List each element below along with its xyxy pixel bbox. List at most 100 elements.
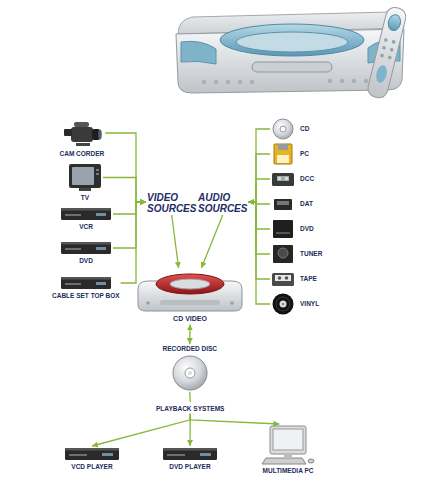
device-label: VINYL [300, 300, 319, 308]
icon-shape [156, 274, 224, 294]
icon-shape [69, 164, 101, 188]
monitor-icon [260, 425, 316, 465]
video-source: VCR [59, 206, 113, 232]
hub-label: VIDEO SOURCES [147, 192, 196, 214]
audio-source: PC [270, 142, 310, 166]
icon-shape [65, 248, 81, 250]
flow-connector [172, 215, 179, 268]
icon-shape [274, 144, 292, 164]
audio-source: VINYL [270, 292, 320, 316]
unit-slot [252, 62, 332, 72]
device-label: CD [300, 125, 309, 133]
icon-shape [65, 214, 81, 216]
device-label: CABLE SET TOP BOX [52, 292, 120, 300]
remote-accent [375, 64, 389, 84]
unit-button [328, 79, 332, 83]
icon-shape [272, 173, 294, 186]
icon-shape [96, 173, 99, 175]
icon-shape [96, 213, 106, 216]
icon-shape [74, 122, 89, 127]
disc-node: RECORDED DISC [162, 344, 219, 392]
remote-button [390, 48, 394, 52]
icon-shape [188, 371, 192, 375]
unit-button [214, 80, 218, 84]
icon-shape [278, 276, 282, 280]
device-label: DVD [300, 225, 314, 233]
device-label: PC [300, 150, 309, 158]
recorder-node: CD VIDEO [133, 268, 247, 324]
icon-shape [65, 448, 119, 451]
device-label: DAT [300, 200, 313, 208]
icon-shape [282, 303, 284, 305]
box-icon [60, 207, 112, 221]
icon-shape [273, 429, 303, 450]
dat-icon [271, 193, 295, 215]
icon-shape [262, 458, 306, 464]
device-label: DVD [79, 257, 93, 265]
icon-shape [61, 208, 111, 220]
icon-shape [64, 129, 72, 136]
source-hub: AUDIO SOURCES [197, 189, 248, 215]
remote-pad [387, 13, 403, 31]
icon-shape [200, 453, 211, 456]
flow-connector [248, 179, 270, 202]
icon-shape [278, 144, 288, 150]
device-label: MULTIMEDIA PC [263, 467, 314, 475]
icon-shape [275, 275, 291, 281]
video-source: DVD [59, 240, 113, 266]
icon-shape [71, 127, 93, 142]
icon-shape [61, 277, 111, 280]
icon-shape [272, 273, 294, 286]
cd-icon [271, 118, 295, 140]
icon-shape [173, 356, 207, 390]
unit-button [202, 80, 206, 84]
source-hub: VIDEO SOURCES [146, 189, 197, 215]
audio-source: DCC [270, 167, 315, 191]
unit-accent [181, 41, 216, 64]
audio-source: CD [270, 117, 310, 141]
icon-shape [163, 448, 217, 451]
icon-shape [72, 167, 94, 185]
flow-connector [248, 202, 270, 304]
icon-shape [61, 208, 111, 211]
icon-shape [185, 368, 195, 378]
icon-shape [98, 130, 102, 140]
unit-window-inner [236, 32, 348, 52]
icon-shape [61, 242, 111, 245]
device-label: CAM CORDER [60, 150, 105, 158]
icon-shape [274, 199, 292, 210]
playback-device: DVD PLAYER [161, 446, 219, 472]
remote-button [380, 53, 384, 57]
icon-shape [285, 276, 289, 280]
icon-shape [276, 232, 290, 234]
icon-shape [96, 282, 106, 285]
unit-window [220, 24, 364, 56]
remote-control [366, 6, 408, 100]
icon-shape [65, 448, 119, 460]
playback-device: MULTIMEDIA PC [259, 424, 317, 476]
icon-shape [277, 201, 289, 205]
icon-shape [280, 301, 287, 308]
flow-connector [113, 202, 146, 248]
device-label: VCR [79, 223, 93, 231]
icon-shape [76, 143, 90, 146]
hub-label: AUDIO SOURCES [198, 192, 247, 214]
unit-button [340, 79, 344, 83]
unit-button [250, 80, 254, 84]
icon-shape [61, 277, 111, 289]
icon-shape [163, 448, 217, 460]
flow-connector [105, 133, 146, 202]
device-label: TV [81, 194, 89, 202]
icon-shape [96, 247, 106, 250]
box-icon [60, 276, 112, 290]
flow-connector [189, 324, 191, 344]
icon-shape [308, 459, 314, 463]
icon-shape [160, 300, 220, 305]
remote-button [382, 46, 386, 50]
flow-connector [248, 202, 270, 229]
unit-button [238, 80, 242, 84]
icon-shape [277, 155, 289, 163]
video-source: TV [67, 162, 103, 203]
audio-source: DVD [270, 217, 315, 241]
icon-shape [284, 454, 292, 457]
